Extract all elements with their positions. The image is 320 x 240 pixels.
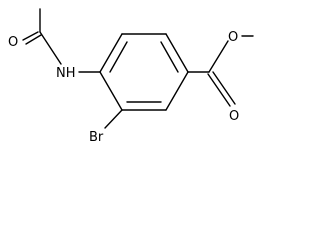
acetyl-oxygen-label: O bbox=[8, 35, 18, 50]
ester-carbonyl-double-bond-a bbox=[207, 73, 231, 107]
ring-inner-double-bond-1 bbox=[109, 41, 128, 73]
chemical-structure-diagram: O NH Br O O bbox=[8, 8, 254, 145]
ester-carbonyl-double-bond-b bbox=[212, 71, 236, 105]
ring-inner-double-bond-2 bbox=[160, 41, 179, 73]
ester-carbonyl-oxygen-label: O bbox=[229, 109, 239, 124]
acetyl-carbonyl-double-bond-a bbox=[22, 31, 39, 41]
carbonyl-to-nitrogen-bond bbox=[39, 31, 62, 65]
ring-bond-3 bbox=[165, 33, 189, 73]
acetyl-carbonyl-double-bond-b bbox=[25, 34, 42, 45]
ring-bond-6 bbox=[99, 71, 123, 111]
ring-bond-1 bbox=[99, 33, 123, 73]
ester-carbon-to-oxygen-bond bbox=[208, 40, 229, 73]
amide-nitrogen-label: NH bbox=[56, 66, 76, 81]
ester-ether-oxygen-label: O bbox=[228, 30, 238, 45]
bromine-label: Br bbox=[89, 130, 104, 145]
ring-bond-4 bbox=[165, 71, 189, 111]
ring-to-bromine-bond bbox=[104, 109, 123, 129]
